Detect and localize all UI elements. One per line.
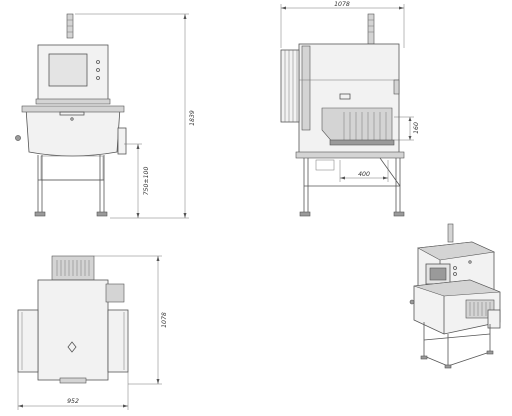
dimension-label-height: 1839 [189,110,196,126]
top-housing [37,279,109,381]
side-panel [280,49,300,123]
dimension-label-conveyor-height: 160 [413,122,420,134]
dimension-table-height [110,143,142,219]
dimension-label-top-width: 952 [67,398,79,405]
front-view: 750±100 1839 [15,13,196,219]
control-button [96,68,100,72]
top-vents [56,260,90,276]
side-signal-lamp [367,13,375,45]
dimension-label-table-height: 750±100 [143,167,150,196]
lead-curtains [343,112,387,140]
dimension-conveyor-height [394,116,414,141]
control-button [96,76,100,80]
dimension-top-depth [94,255,162,385]
side-conveyor-belt [329,139,395,146]
dimension-side-width [280,4,405,48]
control-button [96,60,100,64]
side-cover [117,127,127,155]
side-view: 1078 [280,1,420,217]
isometric-view [409,223,501,369]
dimension-overall-height [75,13,189,219]
top-left-tunnel [17,309,39,373]
side-tunnel [321,107,393,145]
top-view: 1078 952 [17,255,168,410]
signal-lamp [66,13,74,39]
front-monitor [48,53,88,87]
iso-tunnel [465,299,495,319]
iso-signal-lamp [447,223,454,243]
dimension-conveyor-length [339,160,389,182]
dimension-label-top-depth: 1078 [161,312,168,328]
top-center-mark [67,341,77,353]
dimension-label-side-width: 1078 [334,1,350,8]
top-right-tunnel [107,309,129,373]
dimension-top-width [17,372,129,410]
dimension-label-conveyor-length: 400 [358,171,370,178]
emergency-stop [15,135,21,141]
